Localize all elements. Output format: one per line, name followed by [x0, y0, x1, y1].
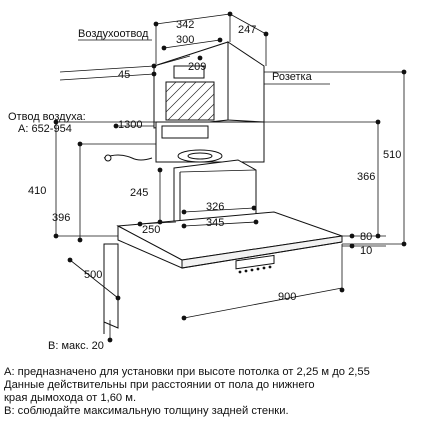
dim-245: 245 [130, 187, 148, 199]
dim-900: 900 [278, 291, 296, 303]
dim-410: 410 [28, 185, 46, 197]
dimension-lines [55, 13, 405, 340]
upper-chimney [153, 41, 265, 129]
b-max-label: B: макс. 20 [48, 340, 104, 352]
dim-10: 10 [360, 245, 372, 257]
dim-366: 366 [357, 171, 375, 183]
note-a-line3: края дымохода от 1,60 м. [4, 392, 137, 404]
hood-canopy [116, 211, 343, 274]
dim-500: 500 [84, 269, 102, 281]
dim-45: 45 [118, 69, 130, 81]
socket-plug [103, 154, 153, 162]
dim-80: 80 [360, 231, 372, 243]
socket-label: Розетка [272, 71, 313, 83]
dim-1300: 1300 [118, 119, 142, 131]
dim-345: 345 [206, 217, 224, 229]
lower-chimney [155, 121, 265, 163]
note-a-line1: A: предназначено для установки при высот… [4, 366, 370, 378]
wall [103, 243, 119, 334]
dim-250: 250 [142, 224, 160, 236]
air-exhaust-title: Отвод воздуха: [8, 111, 86, 123]
dim-510: 510 [383, 149, 401, 161]
dim-396: 396 [52, 212, 70, 224]
dim-209: 209 [188, 61, 206, 73]
dimension-dots [53, 11, 407, 343]
dim-342: 342 [176, 19, 194, 31]
note-b: B: соблюдайте максимальную толщину задне… [4, 405, 289, 417]
dim-326: 326 [206, 201, 224, 213]
air-exhaust-range: A: 652-954 [18, 123, 72, 135]
dim-300: 300 [176, 34, 194, 46]
note-a-line2: Данные действительны при расстоянии от п… [4, 379, 315, 391]
air-outlet-label: Воздухоотвод [78, 28, 149, 40]
dim-247: 247 [238, 24, 256, 36]
